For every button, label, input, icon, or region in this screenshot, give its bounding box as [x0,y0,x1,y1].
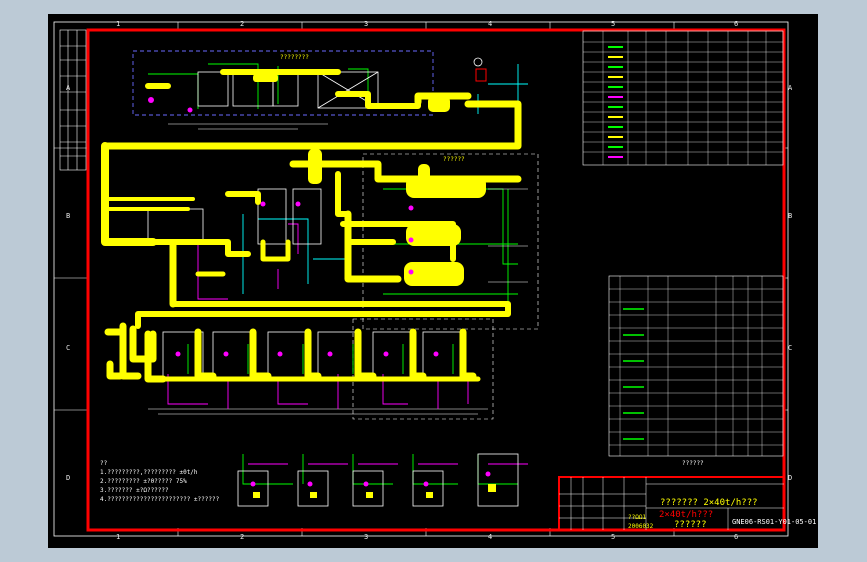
title-line-1: ??????? 2×40t/h??? [660,498,758,508]
column-label-4-bottom: 4 [488,533,493,541]
column-label-6-top: 6 [734,20,739,28]
row-label-c-right: C [788,344,793,352]
equipment-outlines [147,71,519,507]
column-label-3-bottom: 3 [364,533,369,541]
note-line-2: 2.????????? ±?0????? 75% [100,478,187,485]
column-label-6-bottom: 6 [734,533,739,541]
column-label-1-bottom: 1 [116,533,121,541]
date-code: 2006032 [628,523,654,530]
drawing-sheet: 1 2 3 4 5 6 1 2 3 4 5 6 A B C D A B C D [48,14,818,548]
outer-frame [53,21,789,537]
row-label-b-right: B [788,212,793,220]
component-markers [148,57,496,498]
schematic-thin-lines [132,50,539,485]
title-block [558,476,785,531]
top-parts-table [582,30,784,166]
red-border [86,28,786,532]
notes-heading: ?? [100,460,108,467]
column-label-3-top: 3 [364,20,369,28]
column-label-4-top: 4 [488,20,493,28]
schematic-svg [53,21,789,537]
drawing-number: GNE06-RS01-Y01-05-01 [732,518,817,526]
note-line-3: 3.??????? ±?Ω?????? [100,487,169,494]
left-revision-table [59,29,87,171]
column-label-5-top: 5 [611,20,616,28]
column-label-5-bottom: 5 [611,533,616,541]
row-label-a-right: A [788,84,793,92]
row-label-b-left: B [66,212,71,220]
title-line-3: ?????? [674,520,707,530]
parts-list-caption: ?????? [682,460,704,467]
row-label-c-left: C [66,344,71,352]
yellow-callout-1: ???????? [280,54,309,61]
column-label-2-bottom: 2 [240,533,245,541]
column-label-1-top: 1 [116,20,121,28]
note-line-4: 4.??????????????????????? ±?????? [100,496,220,503]
yellow-vessels [253,74,486,286]
yellow-callout-2: ?????? [443,156,465,163]
middle-parts-list [608,275,784,457]
row-label-d-right: D [788,474,793,482]
title-line-2: 2×40t/h??? [659,510,714,520]
column-label-2-top: 2 [240,20,245,28]
company-code: ??ΩΩ1 [628,514,647,521]
row-label-d-left: D [66,474,71,482]
zone-ticks [54,22,788,536]
note-line-1: 1.?????????,????????? ±0t/h [100,469,198,476]
